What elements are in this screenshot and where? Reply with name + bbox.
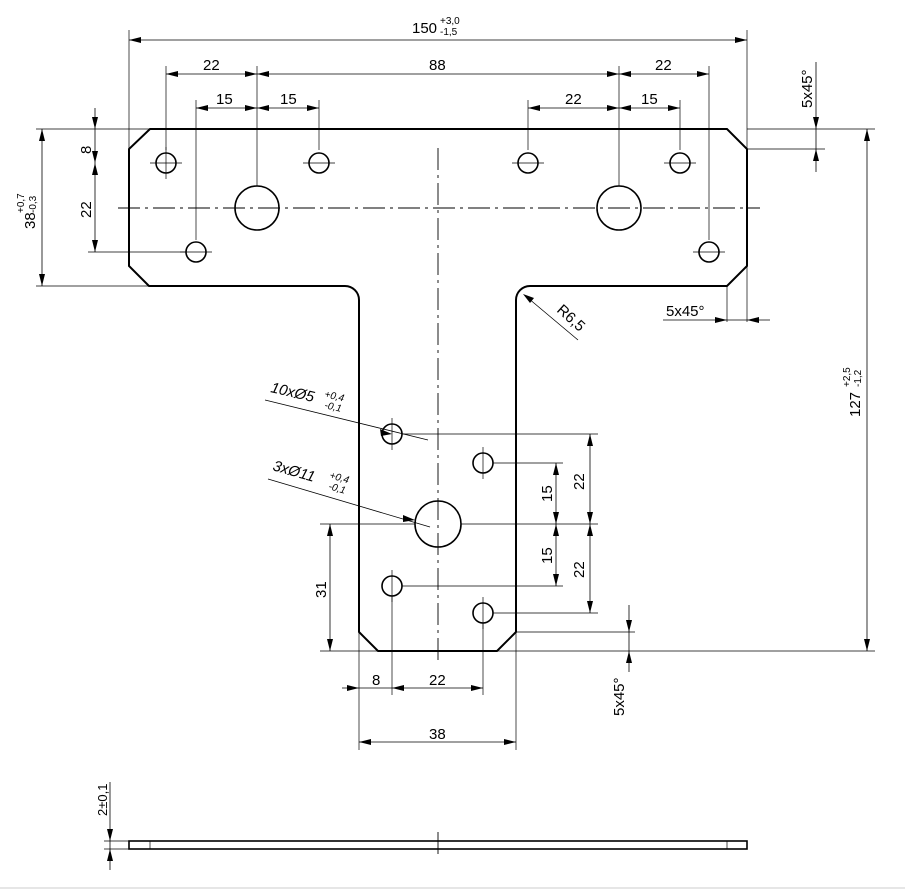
dim-hole-row-spacing: 22 [78, 201, 95, 218]
dim-stem-spacing-22a: 22 [571, 473, 588, 490]
dim-flange-height-tol-upper: +0,7 [16, 193, 27, 213]
dim-stem-edge-offset: 8 [372, 672, 380, 689]
callout-small-holes: 10xØ5 [269, 379, 317, 406]
dim-top-left-pitch: 22 [203, 57, 220, 74]
dim-edge-hole-offset: 8 [78, 146, 95, 154]
dim-right-offset-b: 15 [641, 91, 658, 108]
dim-fillet-radius: R6,5 [553, 301, 588, 335]
dim-overall-height-tol-upper: +2,5 [842, 367, 853, 387]
dimension-labels: 150 +3,0 -1,5 22 88 22 15 15 22 15 38 +0… [16, 16, 864, 816]
dim-stem-width: 38 [429, 726, 446, 743]
dim-overall-width-tol-upper: +3,0 [440, 16, 460, 27]
dim-left-offset-b: 15 [280, 91, 297, 108]
dim-overall-width-tol-lower: -1,5 [440, 27, 458, 38]
arrowheads [39, 37, 870, 861]
dim-thickness: 2±0,1 [95, 784, 110, 816]
callout-large-holes-tol-lower: -0,1 [327, 481, 347, 496]
dim-overall-width: 150 [412, 20, 437, 37]
dim-chamfer-stem-bottom: 5x45° [611, 677, 628, 716]
side-view [104, 832, 748, 858]
dim-top-right-pitch: 22 [655, 57, 672, 74]
dim-overall-height-tol-lower: -1,2 [853, 369, 864, 387]
dim-stem-spacing-15b: 15 [539, 547, 556, 564]
callout-large-holes: 3xØ11 [271, 458, 317, 486]
dim-stem-spacing-15a: 15 [539, 485, 556, 502]
dim-top-middle-span: 88 [429, 57, 446, 74]
dim-chamfer-top-right: 5x45° [799, 69, 816, 108]
dim-stem-spacing-22b: 22 [571, 561, 588, 578]
hole-callouts: 10xØ5 +0,4 -0,1 3xØ11 +0,4 -0,1 [269, 379, 351, 496]
dim-left-offset-a: 15 [216, 91, 233, 108]
dim-stem-hole-pitch: 22 [429, 672, 446, 689]
callout-small-holes-tol-upper: +0,4 [323, 389, 345, 404]
dim-flange-height: 38 [22, 212, 39, 229]
callout-large-holes-tol-upper: +0,4 [328, 470, 350, 486]
dim-right-offset-a: 22 [565, 91, 582, 108]
dim-overall-height: 127 [847, 392, 864, 417]
dim-chamfer-right-lower: 5x45° [666, 303, 705, 320]
extension-lines [36, 30, 875, 750]
callout-small-holes-tol-lower: -0,1 [323, 400, 342, 415]
dim-flange-height-tol-lower: -0,3 [28, 195, 39, 213]
dim-stem-bottom-offset: 31 [313, 581, 330, 598]
